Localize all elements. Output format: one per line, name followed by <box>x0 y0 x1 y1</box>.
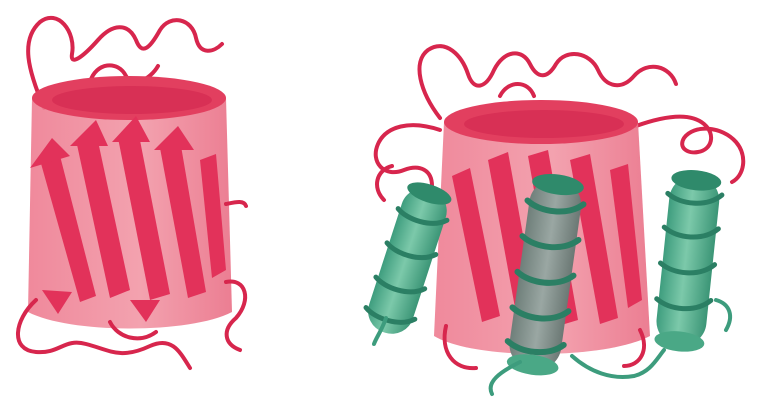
left-right-loop <box>226 202 246 206</box>
helix-3-tail <box>716 300 730 330</box>
right-top-loop-2 <box>500 84 534 96</box>
helix-2-tail-2 <box>572 350 664 377</box>
right-barrel-top-inner <box>464 110 624 138</box>
right-left-loop <box>376 125 440 186</box>
right-barrel-with-helices <box>360 46 743 394</box>
helix-3 <box>651 168 724 355</box>
left-beta-barrel <box>18 18 246 368</box>
left-barrel-top-inner <box>52 86 212 114</box>
